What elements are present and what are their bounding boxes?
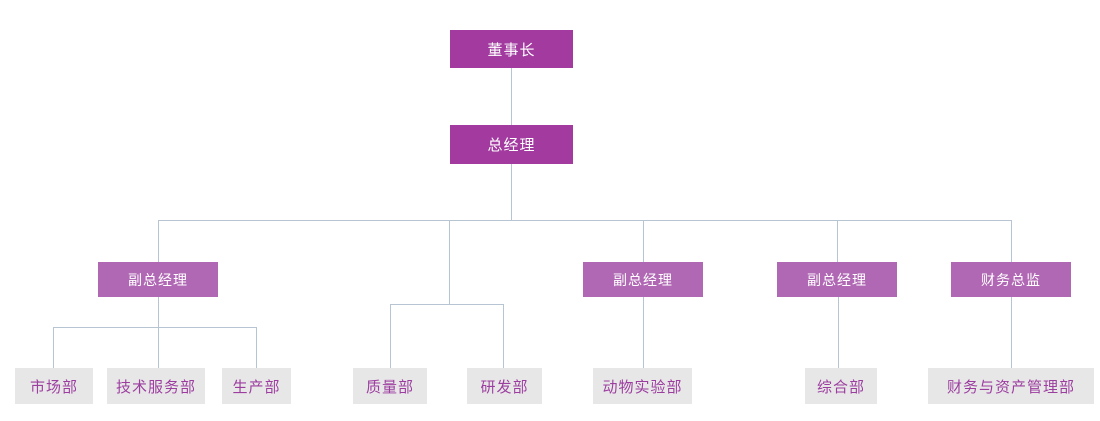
- org-node-dept-finance-asset: 财务与资产管理部: [928, 368, 1094, 404]
- org-node-dept-tech-service: 技术服务部: [107, 368, 205, 404]
- org-node-dept-rnd: 研发部: [467, 368, 542, 404]
- connector-drop-marketing: [53, 327, 54, 368]
- connector-main-rail: [158, 220, 1012, 221]
- connector-drop-finance-asset: [1011, 297, 1012, 368]
- org-node-dept-quality: 质量部: [353, 368, 427, 404]
- connector-drop-animal-lab: [643, 297, 644, 368]
- org-node-chairman: 董事长: [450, 30, 573, 68]
- connector-drop-deputy-gm-2: [643, 220, 644, 262]
- connector-deputy-gm-1-stem: [158, 297, 159, 368]
- connector-drop-deputy-gm-3: [837, 220, 838, 262]
- connector-drop-deputy-gm-1: [158, 220, 159, 262]
- org-node-dept-production: 生产部: [222, 368, 291, 404]
- org-node-dept-general-affairs: 综合部: [805, 368, 877, 404]
- connector-drop-cfo: [1011, 220, 1012, 262]
- org-node-deputy-gm-1: 副总经理: [98, 262, 218, 297]
- connector-group1-rail: [53, 327, 256, 328]
- connector-drop-general-affairs: [838, 297, 839, 368]
- org-node-cfo: 财务总监: [951, 262, 1071, 297]
- org-node-dept-animal-lab: 动物实验部: [593, 368, 692, 404]
- connector-gm-to-main-rail: [511, 164, 512, 220]
- org-node-general-manager: 总经理: [450, 125, 573, 164]
- org-node-dept-marketing: 市场部: [15, 368, 93, 404]
- org-node-deputy-gm-3: 副总经理: [777, 262, 897, 297]
- connector-chairman-to-gm: [511, 68, 512, 125]
- connector-drop-rnd: [503, 304, 504, 368]
- connector-group2-rail: [390, 304, 503, 305]
- connector-drop-quality-rnd-group: [449, 220, 450, 304]
- connector-drop-quality: [390, 304, 391, 368]
- connector-drop-production: [256, 327, 257, 368]
- org-node-deputy-gm-2: 副总经理: [583, 262, 703, 297]
